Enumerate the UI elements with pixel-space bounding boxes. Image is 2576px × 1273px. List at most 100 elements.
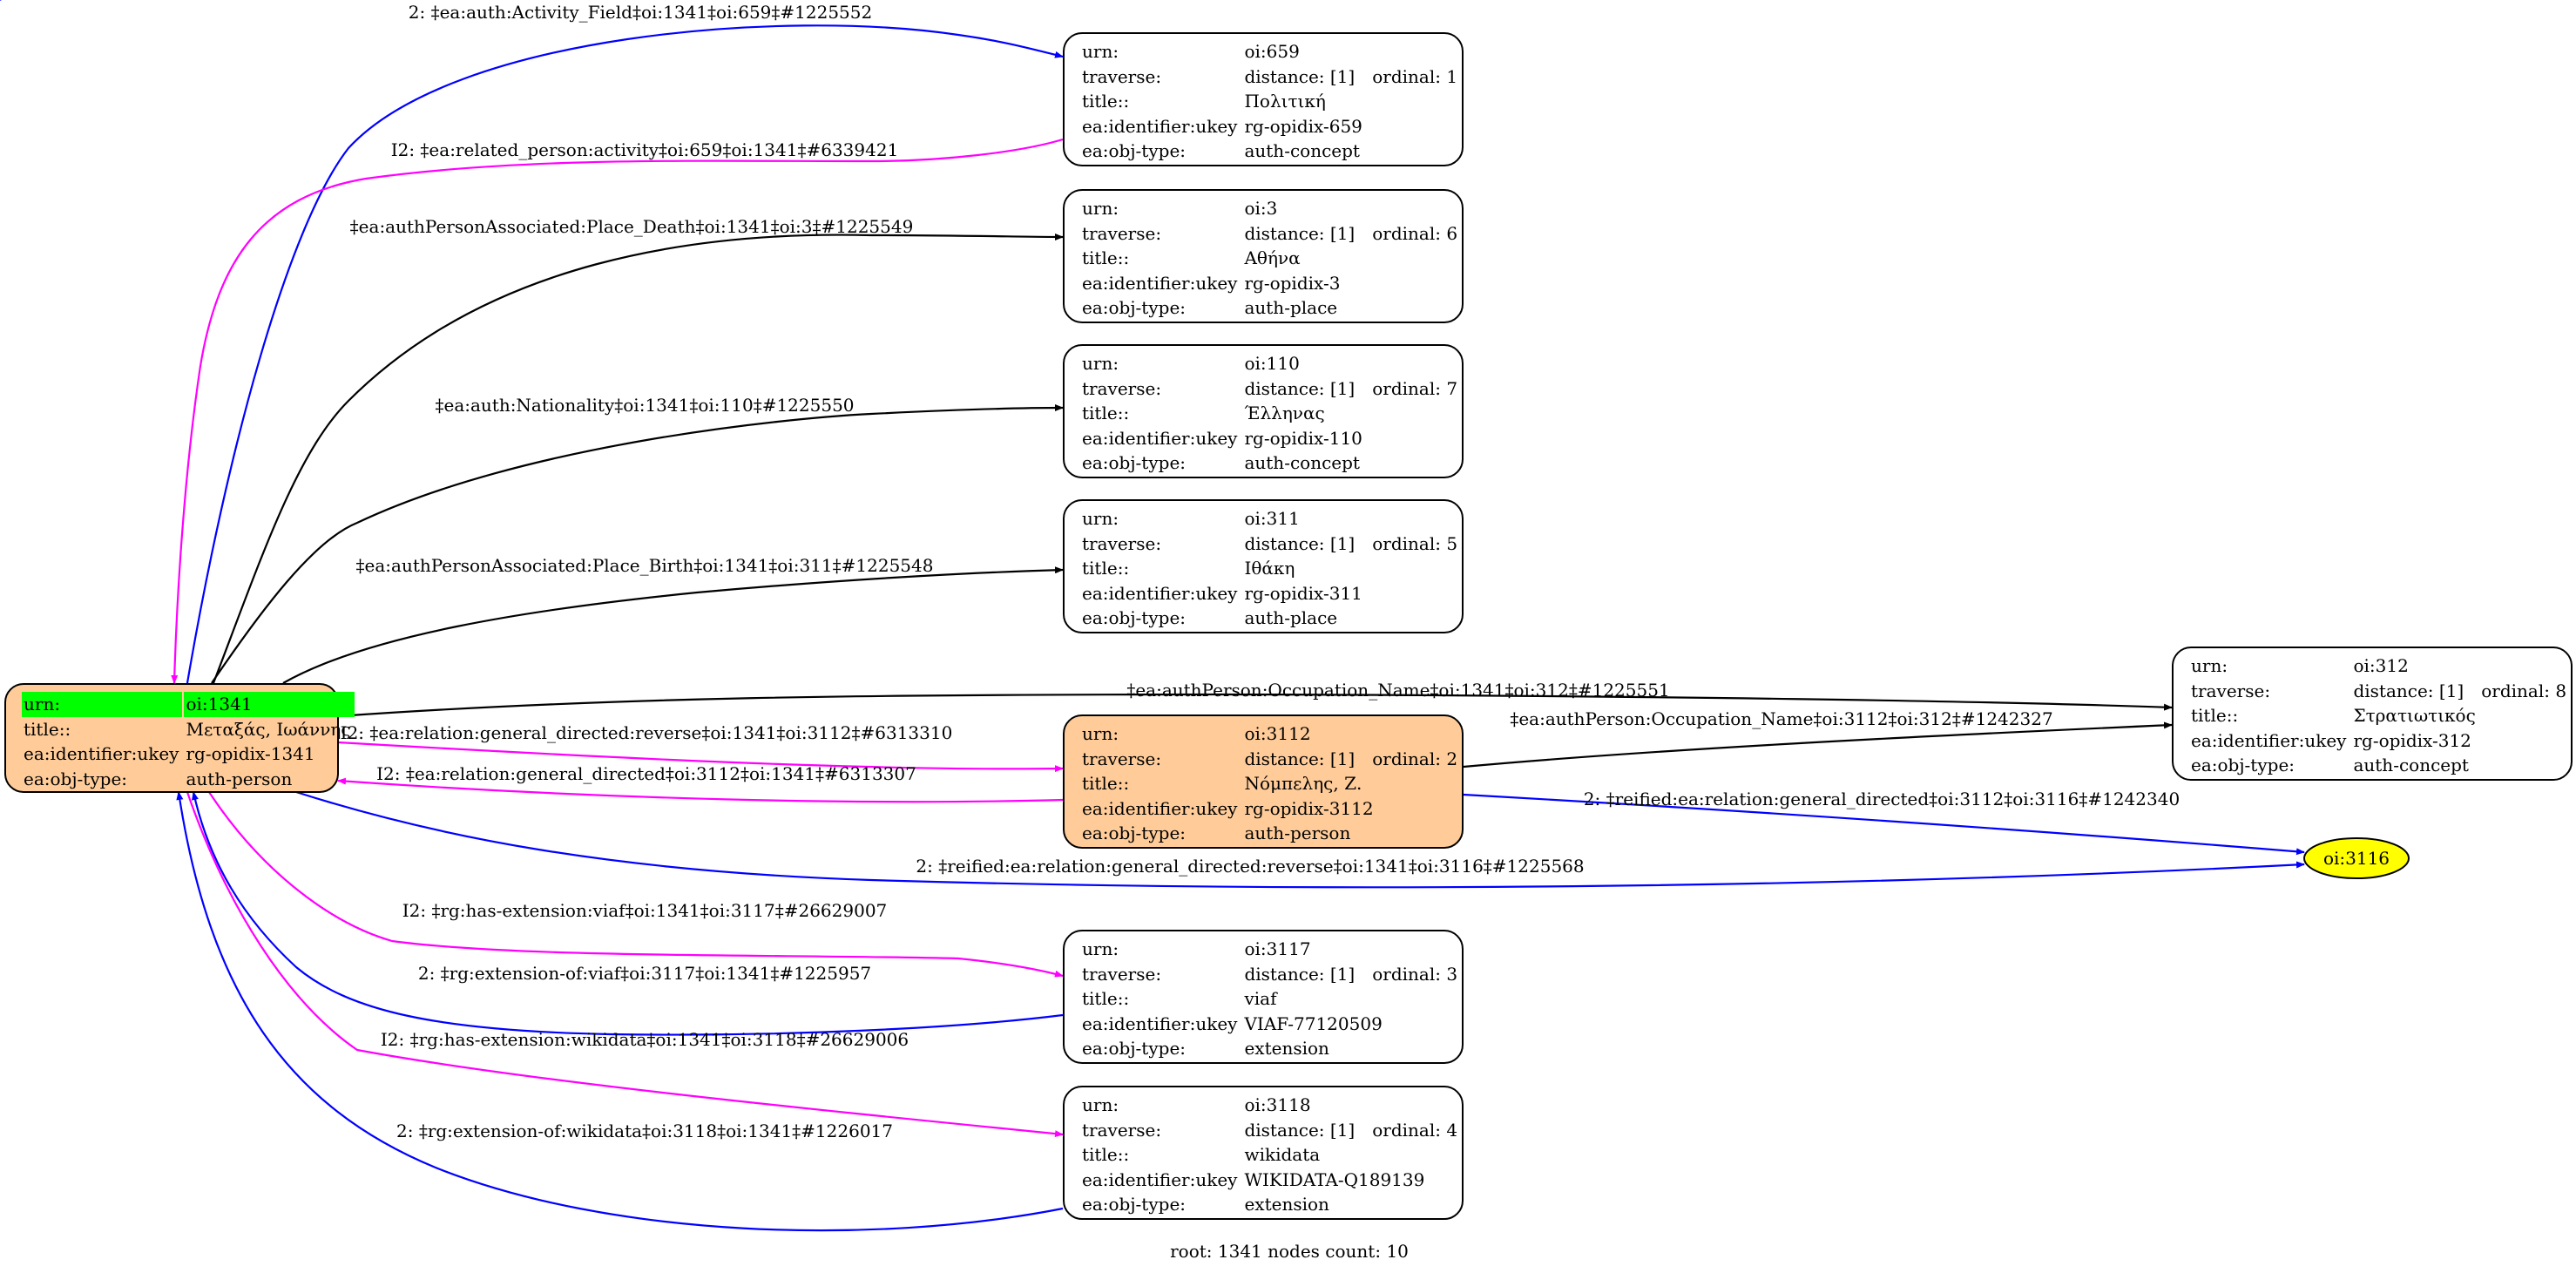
ukey-label: ea:identifier:ukey <box>1082 115 1238 137</box>
type-label: ea:obj-type: <box>1082 1038 1187 1059</box>
title-label: title:: <box>1082 773 1130 794</box>
type-value: extension <box>1244 1038 1329 1059</box>
title-value: Ιθάκη <box>1244 558 1295 579</box>
edge-e14 <box>186 791 1064 1138</box>
type-label: ea:obj-type: <box>24 768 128 789</box>
edge-label-e4: ‡ea:auth:Nationality‡oi:1341‡oi:110‡#122… <box>435 395 855 416</box>
edge-label-e11: 2: ‡reified:ea:relation:general_directed… <box>916 856 1585 877</box>
title-value: wikidata <box>1244 1144 1321 1165</box>
node-oi-1341[interactable]: urn: oi:1341 title:: Μεταξάς, Ιωάννης ea… <box>4 683 355 793</box>
ukey-value: rg-opidix-659 <box>1244 115 1362 137</box>
title-value: Πολιτική <box>1244 91 1326 112</box>
edge-label-e12: I2: ‡rg:has-extension:viaf‡oi:1341‡oi:31… <box>402 900 888 921</box>
edge-e5 <box>282 566 1064 684</box>
traverse-label: traverse: <box>1082 963 1162 985</box>
distance-value: distance: [1] <box>1244 222 1356 244</box>
urn-row: urn: oi:1341 <box>22 692 355 717</box>
distance-value: distance: [1] <box>1244 748 1356 769</box>
edge-label-e14: I2: ‡rg:has-extension:wikidata‡oi:1341‡o… <box>380 1029 909 1050</box>
ukey-value: rg-opidix-3 <box>1244 272 1341 294</box>
type-value: extension <box>1244 1194 1329 1215</box>
edge-label-e5: ‡ea:authPersonAssociated:Place_Birth‡oi:… <box>355 555 934 576</box>
ordinal-value: ordinal: 1 <box>1372 65 1458 87</box>
title-value: Στρατιωτικός <box>2353 705 2476 726</box>
ukey-value: rg-opidix-110 <box>1244 427 1362 449</box>
urn-value: oi:312 <box>2353 655 2409 676</box>
edge-label-e7: I2: ‡ea:relation:general_directed:revers… <box>340 722 953 743</box>
urn-value: oi:311 <box>1244 508 1300 529</box>
ukey-label: ea:identifier:ukey <box>1082 797 1238 819</box>
edge-label-e2: I2: ‡ea:related_person:activity‡oi:659‡o… <box>390 139 899 160</box>
distance-value: distance: [1] <box>1244 377 1356 399</box>
title-value: Αθήνα <box>1244 247 1301 268</box>
title-label: title:: <box>1082 91 1130 112</box>
distance-value: distance: [1] <box>1244 65 1356 87</box>
ukey-value: rg-opidix-3112 <box>1244 797 1374 819</box>
ukey-label: ea:identifier:ukey <box>24 743 179 764</box>
edge-label-e13: 2: ‡rg:extension-of:viaf‡oi:3117‡oi:1341… <box>417 963 872 984</box>
ordinal-value: ordinal: 3 <box>1372 963 1458 985</box>
title-label: title:: <box>24 718 71 740</box>
ukey-label: ea:identifier:ukey <box>1082 1012 1238 1034</box>
edge-label-e1: 2: ‡ea:auth:Activity_Field‡oi:1341‡oi:65… <box>408 2 873 23</box>
title-value: Μεταξάς, Ιωάννης <box>186 718 351 740</box>
ordinal-value: ordinal: 6 <box>1372 222 1458 244</box>
edge-label-e3: ‡ea:authPersonAssociated:Place_Death‡oi:… <box>349 216 914 237</box>
type-value: auth-place <box>1244 297 1338 318</box>
type-label: ea:obj-type: <box>1082 452 1187 473</box>
ordinal-value: ordinal: 8 <box>2481 680 2567 701</box>
edge-label-e8: I2: ‡ea:relation:general_directed‡oi:311… <box>376 763 916 784</box>
title-value: Έλληνας <box>1244 403 1325 423</box>
edge-label-e9: ‡ea:authPerson:Occupation_Name‡oi:3112‡o… <box>1510 708 2053 729</box>
type-value: auth-concept <box>1244 452 1360 473</box>
traverse-label: traverse: <box>1082 222 1162 244</box>
urn-label: urn: <box>1082 938 1119 959</box>
type-value: auth-concept <box>2353 755 2469 775</box>
type-value: auth-concept <box>1244 140 1360 161</box>
edge-e1 <box>186 24 1064 684</box>
edge-label-e15: 2: ‡rg:extension-of:wikidata‡oi:3118‡oi:… <box>396 1121 894 1141</box>
edge-e3 <box>212 233 1064 684</box>
edge-e13 <box>192 791 1064 1036</box>
ukey-value: VIAF-77120509 <box>1244 1012 1383 1034</box>
type-label: ea:obj-type: <box>1082 1194 1187 1215</box>
edge-label-e10: 2: ‡reified:ea:relation:general_directed… <box>1583 789 2180 809</box>
title-label: title:: <box>1082 558 1130 579</box>
ordinal-value: ordinal: 4 <box>1372 1119 1458 1141</box>
type-value: auth-person <box>1244 823 1351 843</box>
ordinal-value: ordinal: 5 <box>1372 532 1458 554</box>
title-value: viaf <box>1244 988 1277 1009</box>
edge-e4 <box>211 404 1064 684</box>
traverse-label: traverse: <box>1082 748 1162 769</box>
urn-label: urn: <box>1082 508 1119 529</box>
edge-e12 <box>208 791 1064 978</box>
type-label: ea:obj-type: <box>2191 755 2295 775</box>
type-value: auth-person <box>186 768 293 789</box>
edge-e6 <box>337 693 2173 718</box>
node-oi-3116[interactable] <box>2303 837 2410 879</box>
distance-value: distance: [1] <box>1244 1119 1356 1141</box>
title-value: Νόμπελης, Ζ. <box>1244 773 1362 794</box>
graph-footer: root: 1341 nodes count: 10 <box>1170 1241 1409 1262</box>
edge-e7 <box>337 741 1064 773</box>
distance-value: distance: [1] <box>2353 680 2464 701</box>
title-label: title:: <box>1082 988 1130 1009</box>
urn-label: urn: <box>1082 723 1119 744</box>
urn-value: oi:659 <box>1244 41 1300 62</box>
traverse-label: traverse: <box>1082 377 1162 399</box>
urn-label: urn: <box>2191 655 2228 676</box>
ukey-value: rg-opidix-311 <box>1244 582 1362 604</box>
edge-e8 <box>337 777 1064 803</box>
edge-label-e6: ‡ea:authPerson:Occupation_Name‡oi:1341‡o… <box>1126 680 1670 701</box>
distance-value: distance: [1] <box>1244 963 1356 985</box>
edge-e2 <box>171 138 1064 684</box>
traverse-label: traverse: <box>1082 1119 1162 1141</box>
